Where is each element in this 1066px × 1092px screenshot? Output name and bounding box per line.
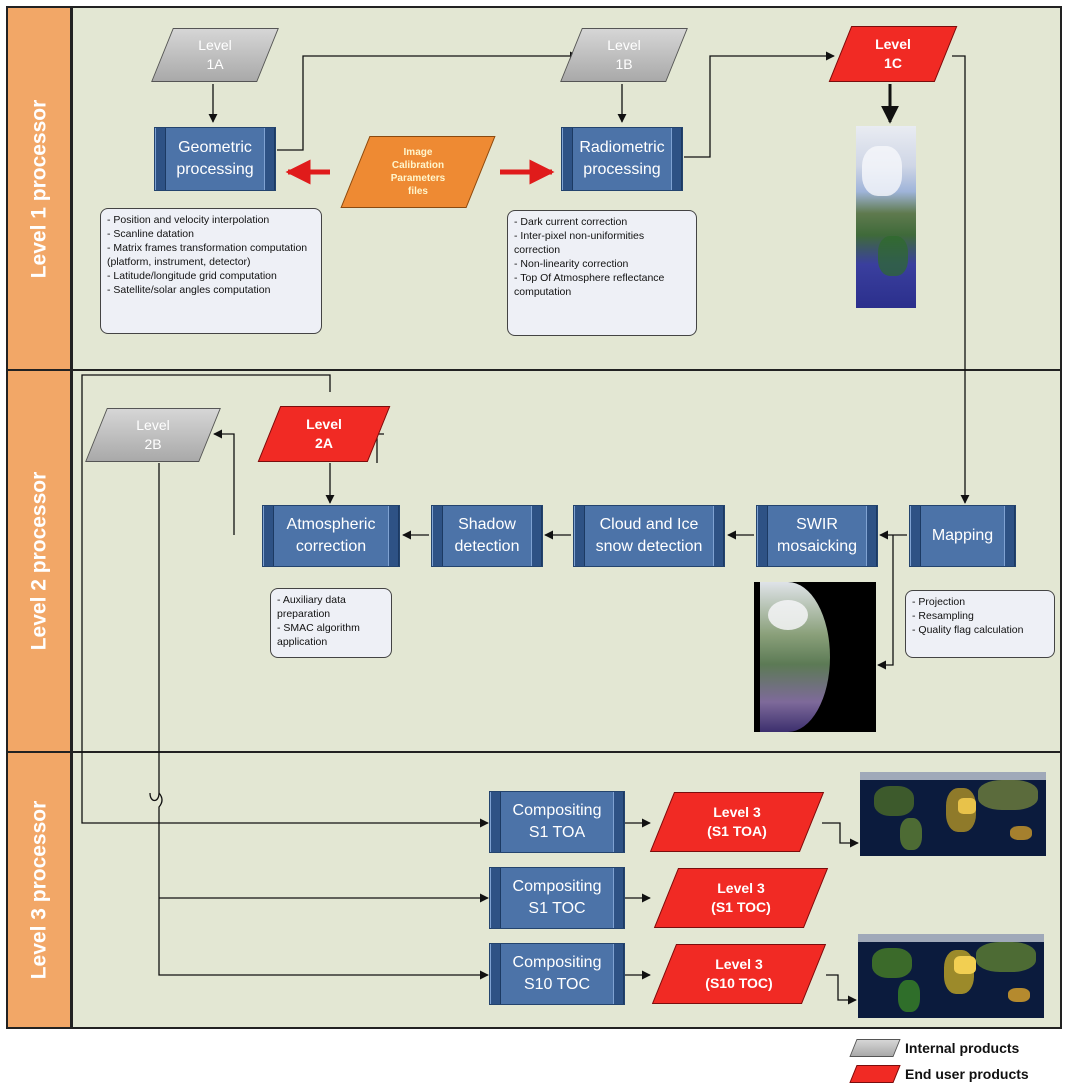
- mapping-notes: - Projection - Resampling - Quality flag…: [905, 590, 1055, 658]
- atmospheric-notes: - Auxiliary data preparation - SMAC algo…: [270, 588, 392, 658]
- cloud-ice-snow-detection-box: Cloud and Ice snow detection: [573, 505, 725, 567]
- world-map-s1-toa-image: [860, 772, 1046, 856]
- legend-enduser-swatch: [849, 1065, 901, 1083]
- level1-side-bar: Level 1 processor: [8, 8, 73, 369]
- world-map-s10-toc-image: [858, 934, 1044, 1018]
- legend-internal-swatch: [849, 1039, 901, 1057]
- geometric-notes: - Position and velocity interpolation - …: [100, 208, 322, 334]
- product-level-1b: Level 1B: [560, 28, 688, 82]
- swir-mosaicking-box: SWIR mosaicking: [756, 505, 878, 567]
- level1c-satellite-image: [856, 126, 916, 308]
- product-level-2a: Level 2A: [257, 406, 391, 462]
- mapping-box: Mapping: [909, 505, 1016, 567]
- shadow-detection-box: Shadow detection: [431, 505, 543, 567]
- level3-side-bar: Level 3 processor: [8, 753, 73, 1027]
- product-level-1a: Level 1A: [151, 28, 279, 82]
- compositing-s1-toa-box: Compositing S1 TOA: [489, 791, 625, 853]
- geometric-processing-box: Geometric processing: [154, 127, 276, 191]
- legend-enduser-label: End user products: [905, 1066, 1029, 1082]
- product-level-2b: Level 2B: [85, 408, 221, 462]
- swir-swath-image: [754, 582, 876, 732]
- compositing-s1-toc-box: Compositing S1 TOC: [489, 867, 625, 929]
- product-level-3-s10-toc: Level 3 (S10 TOC): [651, 944, 827, 1004]
- product-level-3-s1-toc: Level 3 (S1 TOC): [653, 868, 829, 928]
- level2-side-bar: Level 2 processor: [8, 371, 73, 751]
- radiometric-processing-box: Radiometric processing: [561, 127, 683, 191]
- product-level-1c: Level 1C: [828, 26, 958, 82]
- legend-internal-label: Internal products: [905, 1040, 1020, 1056]
- radiometric-notes: - Dark current correction - Inter-pixel …: [507, 210, 697, 336]
- atmospheric-correction-box: Atmospheric correction: [262, 505, 400, 567]
- product-level-3-s1-toa: Level 3 (S1 TOA): [649, 792, 825, 852]
- compositing-s10-toc-box: Compositing S10 TOC: [489, 943, 625, 1005]
- calibration-parameters-files: Image Calibration Parameters files: [340, 136, 496, 208]
